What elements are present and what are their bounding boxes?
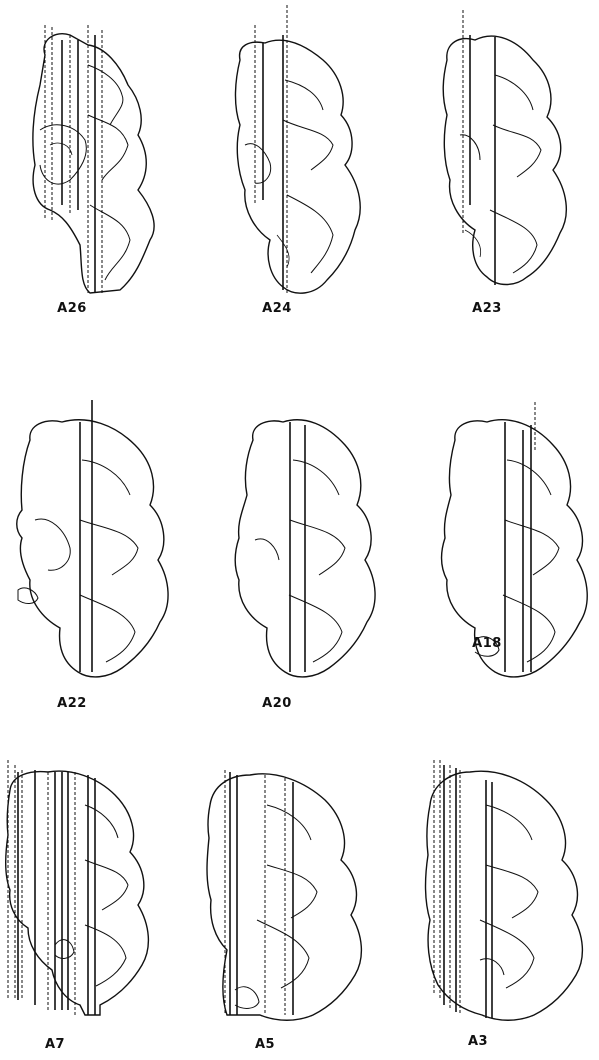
section-label: A3 [448, 1034, 508, 1049]
brain-section-drawing [215, 5, 395, 305]
brain-section-drawing [420, 760, 599, 1060]
section-label: A26 [42, 301, 102, 316]
brain-section-a20: A20 [215, 400, 395, 690]
brain-section-drawing [0, 760, 180, 1060]
section-label: A18 [457, 636, 517, 651]
section-label: A24 [247, 301, 307, 316]
brain-section-a5: A5 [205, 760, 385, 1050]
section-label: A23 [457, 301, 517, 316]
brain-section-a7: A7 [0, 760, 180, 1050]
brain-section-a22: A22 [10, 400, 190, 690]
brain-section-a23: A23 [425, 5, 599, 295]
brain-section-drawing [215, 400, 395, 700]
brain-section-a24: A24 [215, 5, 395, 295]
brain-section-drawing [205, 760, 385, 1060]
brain-section-drawing [425, 5, 599, 305]
brain-section-a3: A3 [420, 760, 599, 1050]
brain-section-drawing [425, 400, 599, 700]
brain-section-a26: A26 [10, 5, 190, 295]
section-label: A20 [247, 696, 307, 711]
section-label: A5 [235, 1037, 295, 1052]
section-label: A22 [42, 696, 102, 711]
brain-section-drawing [10, 400, 190, 700]
brain-section-a18: A18 [425, 400, 599, 690]
section-label: A7 [25, 1037, 85, 1052]
brain-section-drawing [10, 5, 190, 305]
